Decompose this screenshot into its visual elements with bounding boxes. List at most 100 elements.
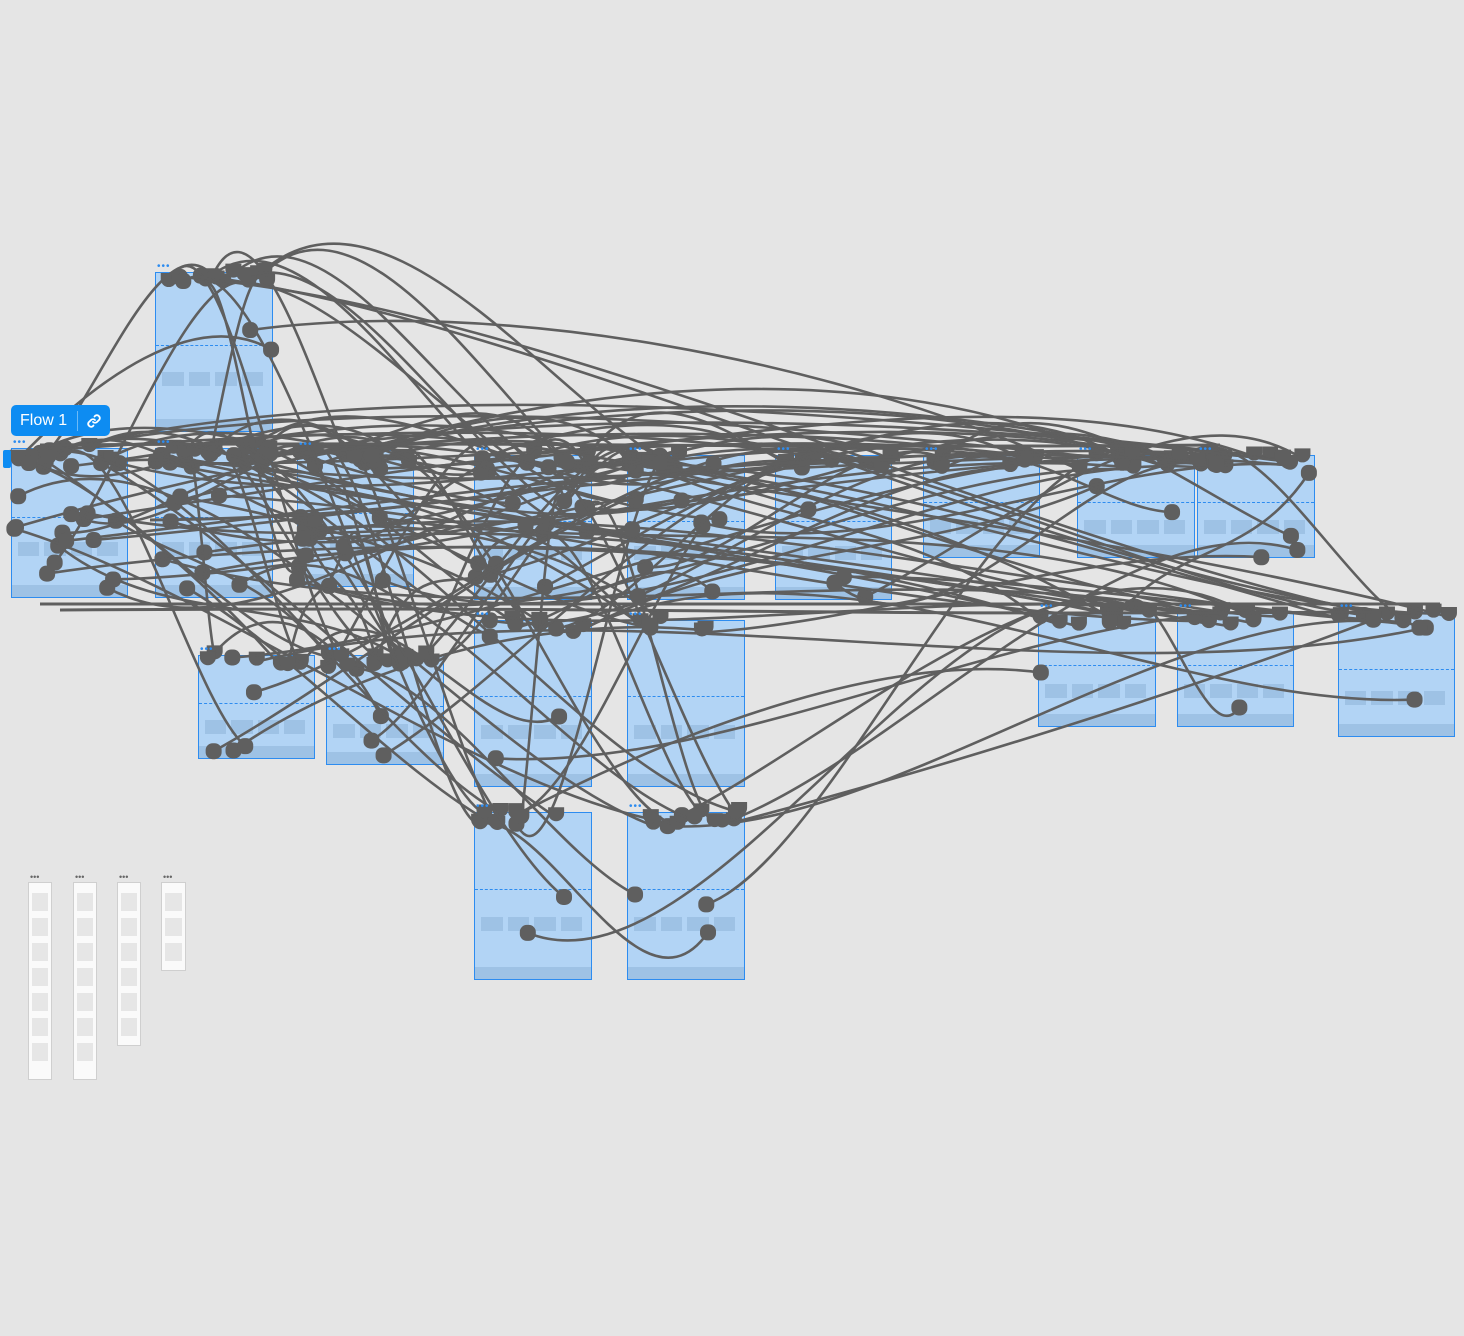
connection-line[interactable] (173, 484, 652, 633)
connection-source-node[interactable] (1406, 691, 1423, 708)
connection-line[interactable] (299, 458, 528, 544)
flow-start-marker[interactable] (3, 450, 11, 468)
connection-source-node[interactable] (297, 547, 314, 564)
frame-options-dots[interactable]: ••• (13, 437, 27, 448)
connection-source-node[interactable] (1088, 478, 1105, 495)
connection-source-node[interactable] (698, 896, 715, 913)
connection-source-node[interactable] (700, 924, 717, 941)
connection-source-node[interactable] (179, 580, 196, 597)
connection-line[interactable] (515, 667, 1042, 817)
frame-options-dots[interactable]: ••• (777, 444, 791, 455)
connection-line[interactable] (179, 275, 1388, 618)
connection-line[interactable] (263, 248, 568, 463)
connection-line[interactable] (46, 545, 1109, 616)
frame-options-dots[interactable]: ••• (476, 609, 490, 620)
connection-target-arrow[interactable] (548, 807, 565, 822)
connection-line[interactable] (257, 242, 676, 470)
connection-source-node[interactable] (63, 458, 80, 475)
connection-source-node[interactable] (1164, 504, 1181, 521)
component-frame[interactable] (161, 882, 186, 971)
connection-target-arrow[interactable] (40, 450, 57, 465)
connection-target-arrow[interactable] (279, 657, 296, 672)
frame-options-dots[interactable]: ••• (629, 609, 643, 620)
connection-source-node[interactable] (711, 511, 728, 528)
frame-options-dots[interactable]: ••• (163, 872, 173, 882)
connection-source-node[interactable] (1231, 699, 1248, 716)
frame-options-dots[interactable]: ••• (30, 872, 40, 882)
connection-line[interactable] (14, 527, 652, 821)
connection-target-arrow[interactable] (1200, 614, 1217, 629)
frame-options-dots[interactable]: ••• (629, 801, 643, 812)
component-frame[interactable] (117, 882, 141, 1046)
connection-source-node[interactable] (630, 588, 647, 605)
connection-line[interactable] (39, 601, 1441, 607)
connection-target-arrow[interactable] (507, 617, 524, 632)
frame-options-dots[interactable]: ••• (1340, 601, 1354, 612)
connection-target-arrow[interactable] (1071, 459, 1088, 474)
connection-line[interactable] (302, 537, 407, 660)
connection-source-node[interactable] (517, 517, 534, 534)
connection-line[interactable] (191, 462, 740, 814)
connection-line[interactable] (304, 525, 662, 622)
connection-target-arrow[interactable] (333, 648, 350, 663)
connection-source-node[interactable] (481, 628, 498, 645)
frame-options-dots[interactable]: ••• (1079, 444, 1093, 455)
connection-line[interactable] (15, 409, 1134, 529)
connection-source-node[interactable] (10, 488, 27, 505)
connection-source-node[interactable] (624, 521, 641, 538)
connection-source-node[interactable] (242, 322, 259, 339)
connection-line[interactable] (59, 607, 1381, 615)
connection-line[interactable] (179, 495, 541, 623)
connection-target-arrow[interactable] (1070, 616, 1087, 631)
connection-line[interactable] (721, 541, 1298, 825)
connection-line[interactable] (149, 458, 901, 522)
connection-target-arrow[interactable] (199, 651, 216, 666)
connection-source-node[interactable] (363, 732, 380, 749)
connection-source-node[interactable] (20, 455, 37, 472)
connection-line[interactable] (582, 591, 1415, 702)
frame-options-dots[interactable]: ••• (1199, 444, 1213, 455)
connection-source-node[interactable] (46, 554, 63, 571)
frame-options-dots[interactable]: ••• (476, 444, 490, 455)
connection-target-arrow[interactable] (476, 804, 493, 819)
connection-line[interactable] (70, 435, 408, 525)
screen-frame[interactable] (155, 272, 273, 432)
connection-source-node[interactable] (519, 924, 536, 941)
connection-target-arrow[interactable] (727, 804, 744, 819)
connection-source-node[interactable] (627, 886, 644, 903)
flow-starting-point-badge[interactable]: Flow 1 (11, 405, 111, 436)
connection-source-node[interactable] (289, 571, 306, 588)
connection-target-arrow[interactable] (641, 617, 658, 632)
connection-source-node[interactable] (551, 708, 568, 725)
connection-line[interactable] (425, 438, 588, 656)
connection-source-node[interactable] (224, 649, 241, 666)
connection-source-node[interactable] (574, 498, 591, 515)
connection-source-node[interactable] (1253, 549, 1270, 566)
connection-line[interactable] (1108, 472, 1310, 627)
connection-source-node[interactable] (245, 684, 262, 701)
connection-target-arrow[interactable] (472, 815, 489, 830)
frame-options-dots[interactable]: ••• (299, 439, 313, 450)
connection-line[interactable] (299, 628, 560, 724)
connection-line[interactable] (370, 457, 650, 742)
connection-target-arrow[interactable] (1101, 615, 1118, 630)
connection-target-arrow[interactable] (1365, 610, 1382, 625)
connection-target-arrow[interactable] (1245, 613, 1262, 628)
connection-target-arrow[interactable] (873, 459, 890, 474)
frame-options-dots[interactable]: ••• (157, 261, 171, 272)
frame-options-dots[interactable]: ••• (328, 644, 342, 655)
connection-target-arrow[interactable] (697, 620, 714, 635)
connection-line[interactable] (238, 563, 695, 822)
connection-line[interactable] (415, 446, 661, 664)
connection-target-arrow[interactable] (366, 656, 383, 671)
connection-source-node[interactable] (1411, 619, 1428, 636)
connection-target-arrow[interactable] (513, 810, 530, 825)
connection-source-node[interactable] (172, 488, 189, 505)
connection-target-arrow[interactable] (933, 459, 950, 474)
connection-line[interactable] (353, 405, 1215, 470)
connection-source-node[interactable] (651, 455, 668, 472)
connection-source-node[interactable] (1300, 464, 1317, 481)
flow-name[interactable]: Flow 1 (11, 410, 79, 431)
connection-line[interactable] (53, 280, 249, 564)
connection-target-arrow[interactable] (320, 659, 337, 674)
